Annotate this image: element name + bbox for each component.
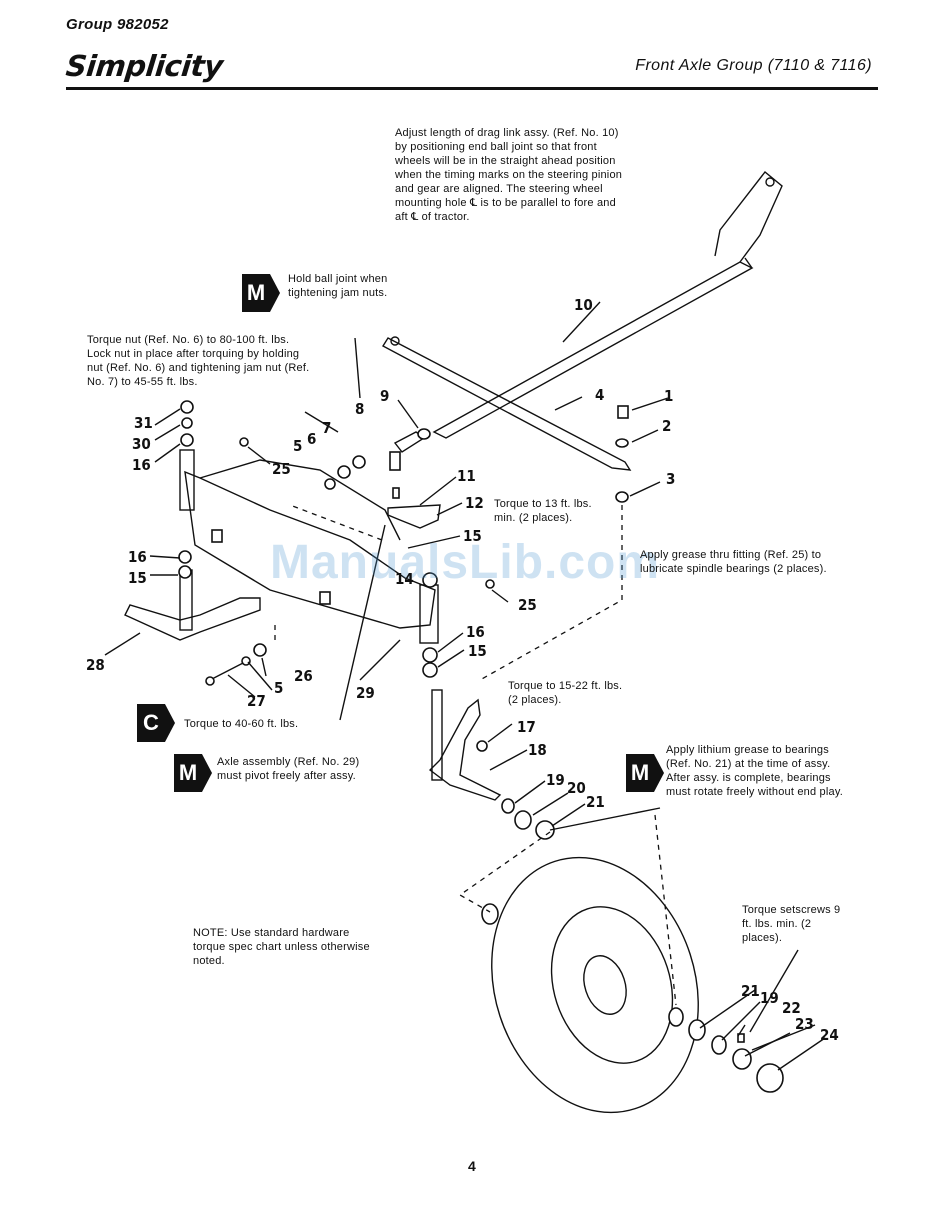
callout-28: 28 — [86, 656, 105, 674]
callout-30: 30 — [132, 435, 151, 453]
callout-12: 12 — [465, 494, 484, 512]
apply-grease-note: Apply grease thru fitting (Ref. 25) to l… — [640, 549, 827, 575]
callout-29: 29 — [356, 684, 375, 702]
callout-15: 15 — [128, 569, 147, 587]
maintenance-badge-icon: M — [242, 274, 280, 312]
page-title: Front Axle Group (7110 & 7116) — [635, 57, 872, 74]
callout-24: 24 — [820, 1026, 839, 1044]
page-number: 4 — [468, 1158, 476, 1174]
callout-21: 21 — [586, 793, 605, 811]
torque-15-22-note: Torque to 15-22 ft. lbs. (2 places). — [508, 680, 623, 706]
callout-15: 15 — [463, 527, 482, 545]
callout-5: 5 — [293, 437, 303, 455]
callout-20: 20 — [567, 779, 586, 797]
axle-pivot-note: Axle assembly (Ref. No. 29) must pivot f… — [217, 756, 360, 782]
header-rule — [66, 87, 878, 90]
callout-9: 9 — [380, 387, 390, 405]
standard-hardware-note: NOTE: Use standard hardware torque spec … — [193, 927, 370, 967]
torque-40-60-note: Torque to 40-60 ft. lbs. — [184, 718, 299, 730]
critical-badge-icon: C — [137, 704, 175, 742]
callout-10: 10 — [574, 296, 593, 314]
lithium-grease-note: Apply lithium grease to bearings (Ref. N… — [666, 744, 843, 798]
callout-14: 14 — [395, 570, 414, 588]
callout-7: 7 — [322, 419, 332, 437]
callout-26: 26 — [294, 667, 313, 685]
callout-25: 25 — [272, 460, 291, 478]
callout-22: 22 — [782, 999, 801, 1017]
callout-2: 2 — [662, 417, 672, 435]
hold-ball-joint-note: Hold ball joint when tightening jam nuts… — [288, 273, 388, 299]
callout-16: 16 — [466, 623, 485, 641]
callout-3: 3 — [666, 470, 676, 488]
watermark: ManualsLib.com — [270, 536, 661, 589]
callout-8: 8 — [355, 400, 365, 418]
callout-4: 4 — [595, 386, 605, 404]
callout-16: 16 — [132, 456, 151, 474]
group-number: Group 982052 — [66, 16, 169, 33]
callout-19: 19 — [546, 771, 565, 789]
callout-6: 6 — [307, 430, 317, 448]
callout-5: 5 — [274, 679, 284, 697]
callout-23: 23 — [795, 1015, 814, 1033]
maintenance-badge-icon: M — [174, 754, 212, 792]
callout-27: 27 — [247, 692, 266, 710]
callout-17: 17 — [517, 718, 536, 736]
callout-11: 11 — [457, 467, 476, 485]
callout-25: 25 — [518, 596, 537, 614]
setscrews-note: Torque setscrews 9 ft. lbs. min. (2 plac… — [742, 904, 841, 944]
maintenance-badge-icon: M — [626, 754, 664, 792]
callout-31: 31 — [134, 414, 153, 432]
drag-link-note: Adjust length of drag link assy. (Ref. N… — [395, 127, 623, 223]
callout-19: 19 — [760, 989, 779, 1007]
torque-nut-note: Torque nut (Ref. No. 6) to 80-100 ft. lb… — [87, 334, 310, 388]
callout-1: 1 — [664, 387, 674, 405]
callout-21: 21 — [741, 982, 760, 1000]
callout-16: 16 — [128, 548, 147, 566]
callout-18: 18 — [528, 741, 547, 759]
torque-13-note: Torque to 13 ft. lbs. min. (2 places). — [494, 498, 592, 524]
callout-15: 15 — [468, 642, 487, 660]
